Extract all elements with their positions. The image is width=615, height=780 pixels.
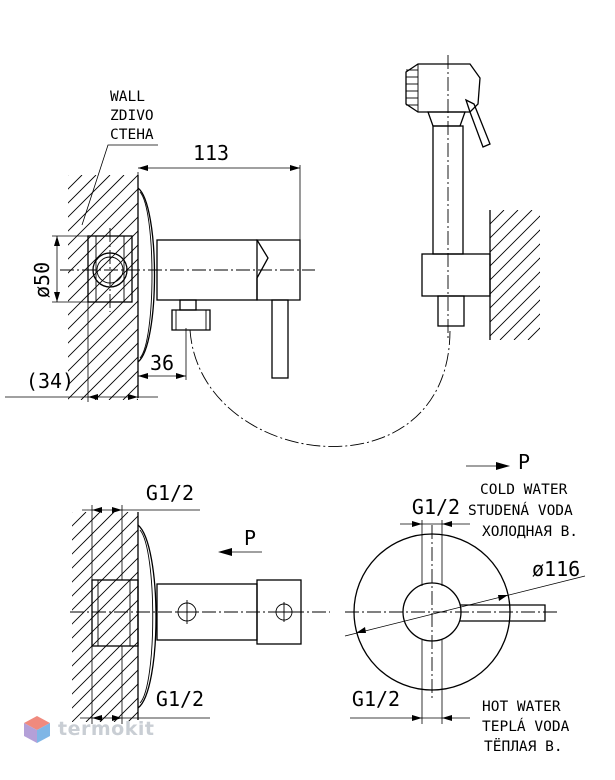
hatch-line xyxy=(68,328,138,400)
hatch-line xyxy=(72,512,73,513)
hatch-line xyxy=(490,285,540,337)
thread-label-bottom: G1/2 xyxy=(156,687,204,711)
hatch-line xyxy=(72,512,129,569)
hatch-line xyxy=(72,641,138,709)
dimension-diameter-50: ø50 xyxy=(30,235,92,303)
thread-label-top: G1/2 xyxy=(146,481,194,505)
wall-label: WALL ZDIVO СТЕНА xyxy=(81,89,158,226)
hatch-line xyxy=(94,356,138,400)
mixer-top-view xyxy=(70,524,330,709)
dim-diameter-50-label: ø50 xyxy=(30,262,54,298)
thread-label-side-bottom: G1/2 xyxy=(352,687,400,711)
wall-label-ru: СТЕНА xyxy=(110,127,154,143)
thread-dimension-side-bottom: G1/2 xyxy=(350,640,470,724)
hatch-line xyxy=(68,244,138,316)
hatch-line xyxy=(490,271,540,323)
hatch-line xyxy=(68,300,138,372)
hatch-line xyxy=(68,175,111,218)
hatch-line xyxy=(68,230,138,302)
dimension-113: 113 xyxy=(137,141,301,240)
wall-hatch-top-right xyxy=(489,210,615,340)
hatch-line xyxy=(68,314,138,386)
hatch-line xyxy=(490,243,540,295)
hatch-line xyxy=(72,571,138,639)
hatch-line xyxy=(68,272,138,344)
hatch-line xyxy=(490,210,519,239)
termokit-logo-text: termokit xyxy=(58,718,155,740)
flow-label-left: P xyxy=(244,526,256,550)
mixer-side-view xyxy=(60,187,315,379)
hatch-line xyxy=(72,557,138,625)
dimension-diameter-116: ø116 xyxy=(344,557,586,637)
hatch-line xyxy=(513,313,540,340)
hatch-line xyxy=(490,229,540,281)
hatch-line xyxy=(490,210,505,225)
cold-water-label: COLD WATER STUDENÁ VODA ХОЛОДНАЯ В. xyxy=(468,482,578,540)
dimension-36: 36 xyxy=(138,328,187,380)
hatch-line xyxy=(68,175,138,246)
cold-water-en: COLD WATER xyxy=(480,482,568,498)
hatch-line xyxy=(72,655,138,722)
hatch-line xyxy=(542,210,615,340)
hatch-line xyxy=(72,529,138,597)
hatch-line xyxy=(68,202,138,274)
hatch-line xyxy=(527,327,540,340)
hose-path xyxy=(189,329,451,447)
thread-dimension-top: G1/2 xyxy=(82,481,200,580)
hatch-line xyxy=(72,512,101,541)
wall-hatch-top-left xyxy=(68,175,139,400)
hatch-line xyxy=(99,683,138,722)
hatch-line xyxy=(68,175,125,232)
dim-34-label: (34) xyxy=(26,369,74,393)
hatch-line xyxy=(72,543,138,611)
thread-dimension-side: G1/2 xyxy=(400,495,470,586)
hatch-line xyxy=(72,627,138,695)
dim-36-label: 36 xyxy=(150,351,174,375)
dim-diameter-116-label: ø116 xyxy=(532,557,580,581)
hatch-line xyxy=(490,210,533,253)
wall-label-en: WALL xyxy=(110,89,145,105)
termokit-cube-icon xyxy=(24,716,50,743)
hatch-line xyxy=(72,512,115,555)
hatch-line xyxy=(85,669,138,722)
flow-arrow-right: P xyxy=(466,450,530,474)
spray-handset xyxy=(405,55,491,340)
hot-water-en: HOT WATER xyxy=(482,699,561,715)
hatch-line xyxy=(499,299,540,340)
flow-arrow-left: P xyxy=(218,526,262,556)
cold-water-cz: STUDENÁ VODA xyxy=(468,502,573,519)
hatch-line xyxy=(80,342,138,400)
cold-water-ru: ХОЛОДНАЯ В. xyxy=(482,524,578,540)
hot-water-ru: ТЁПЛАЯ В. xyxy=(484,737,563,755)
wall-label-cz: ZDIVO xyxy=(110,108,154,124)
thread-label-side: G1/2 xyxy=(412,495,460,519)
flow-label-right: P xyxy=(518,450,530,474)
termokit-logo: termokit xyxy=(22,714,154,744)
hatch-line xyxy=(490,215,540,267)
hot-water-label: HOT WATER TEPLÁ VODA ТЁПЛАЯ В. xyxy=(482,699,570,755)
hatch-line xyxy=(490,257,540,309)
dim-113-label: 113 xyxy=(193,141,229,165)
dimension-34: (34) xyxy=(5,302,158,402)
hatch-line xyxy=(72,599,138,667)
mixer-front-view xyxy=(345,525,560,700)
hot-water-cz: TEPLÁ VODA xyxy=(482,718,570,735)
hatch-line xyxy=(68,188,138,260)
hatch-line xyxy=(72,585,138,653)
thread-dimension-bottom: G1/2 xyxy=(80,646,210,724)
hatch-line xyxy=(72,515,138,583)
hatch-line xyxy=(72,613,138,681)
hatch-line xyxy=(490,210,491,211)
hatch-line xyxy=(72,512,87,527)
